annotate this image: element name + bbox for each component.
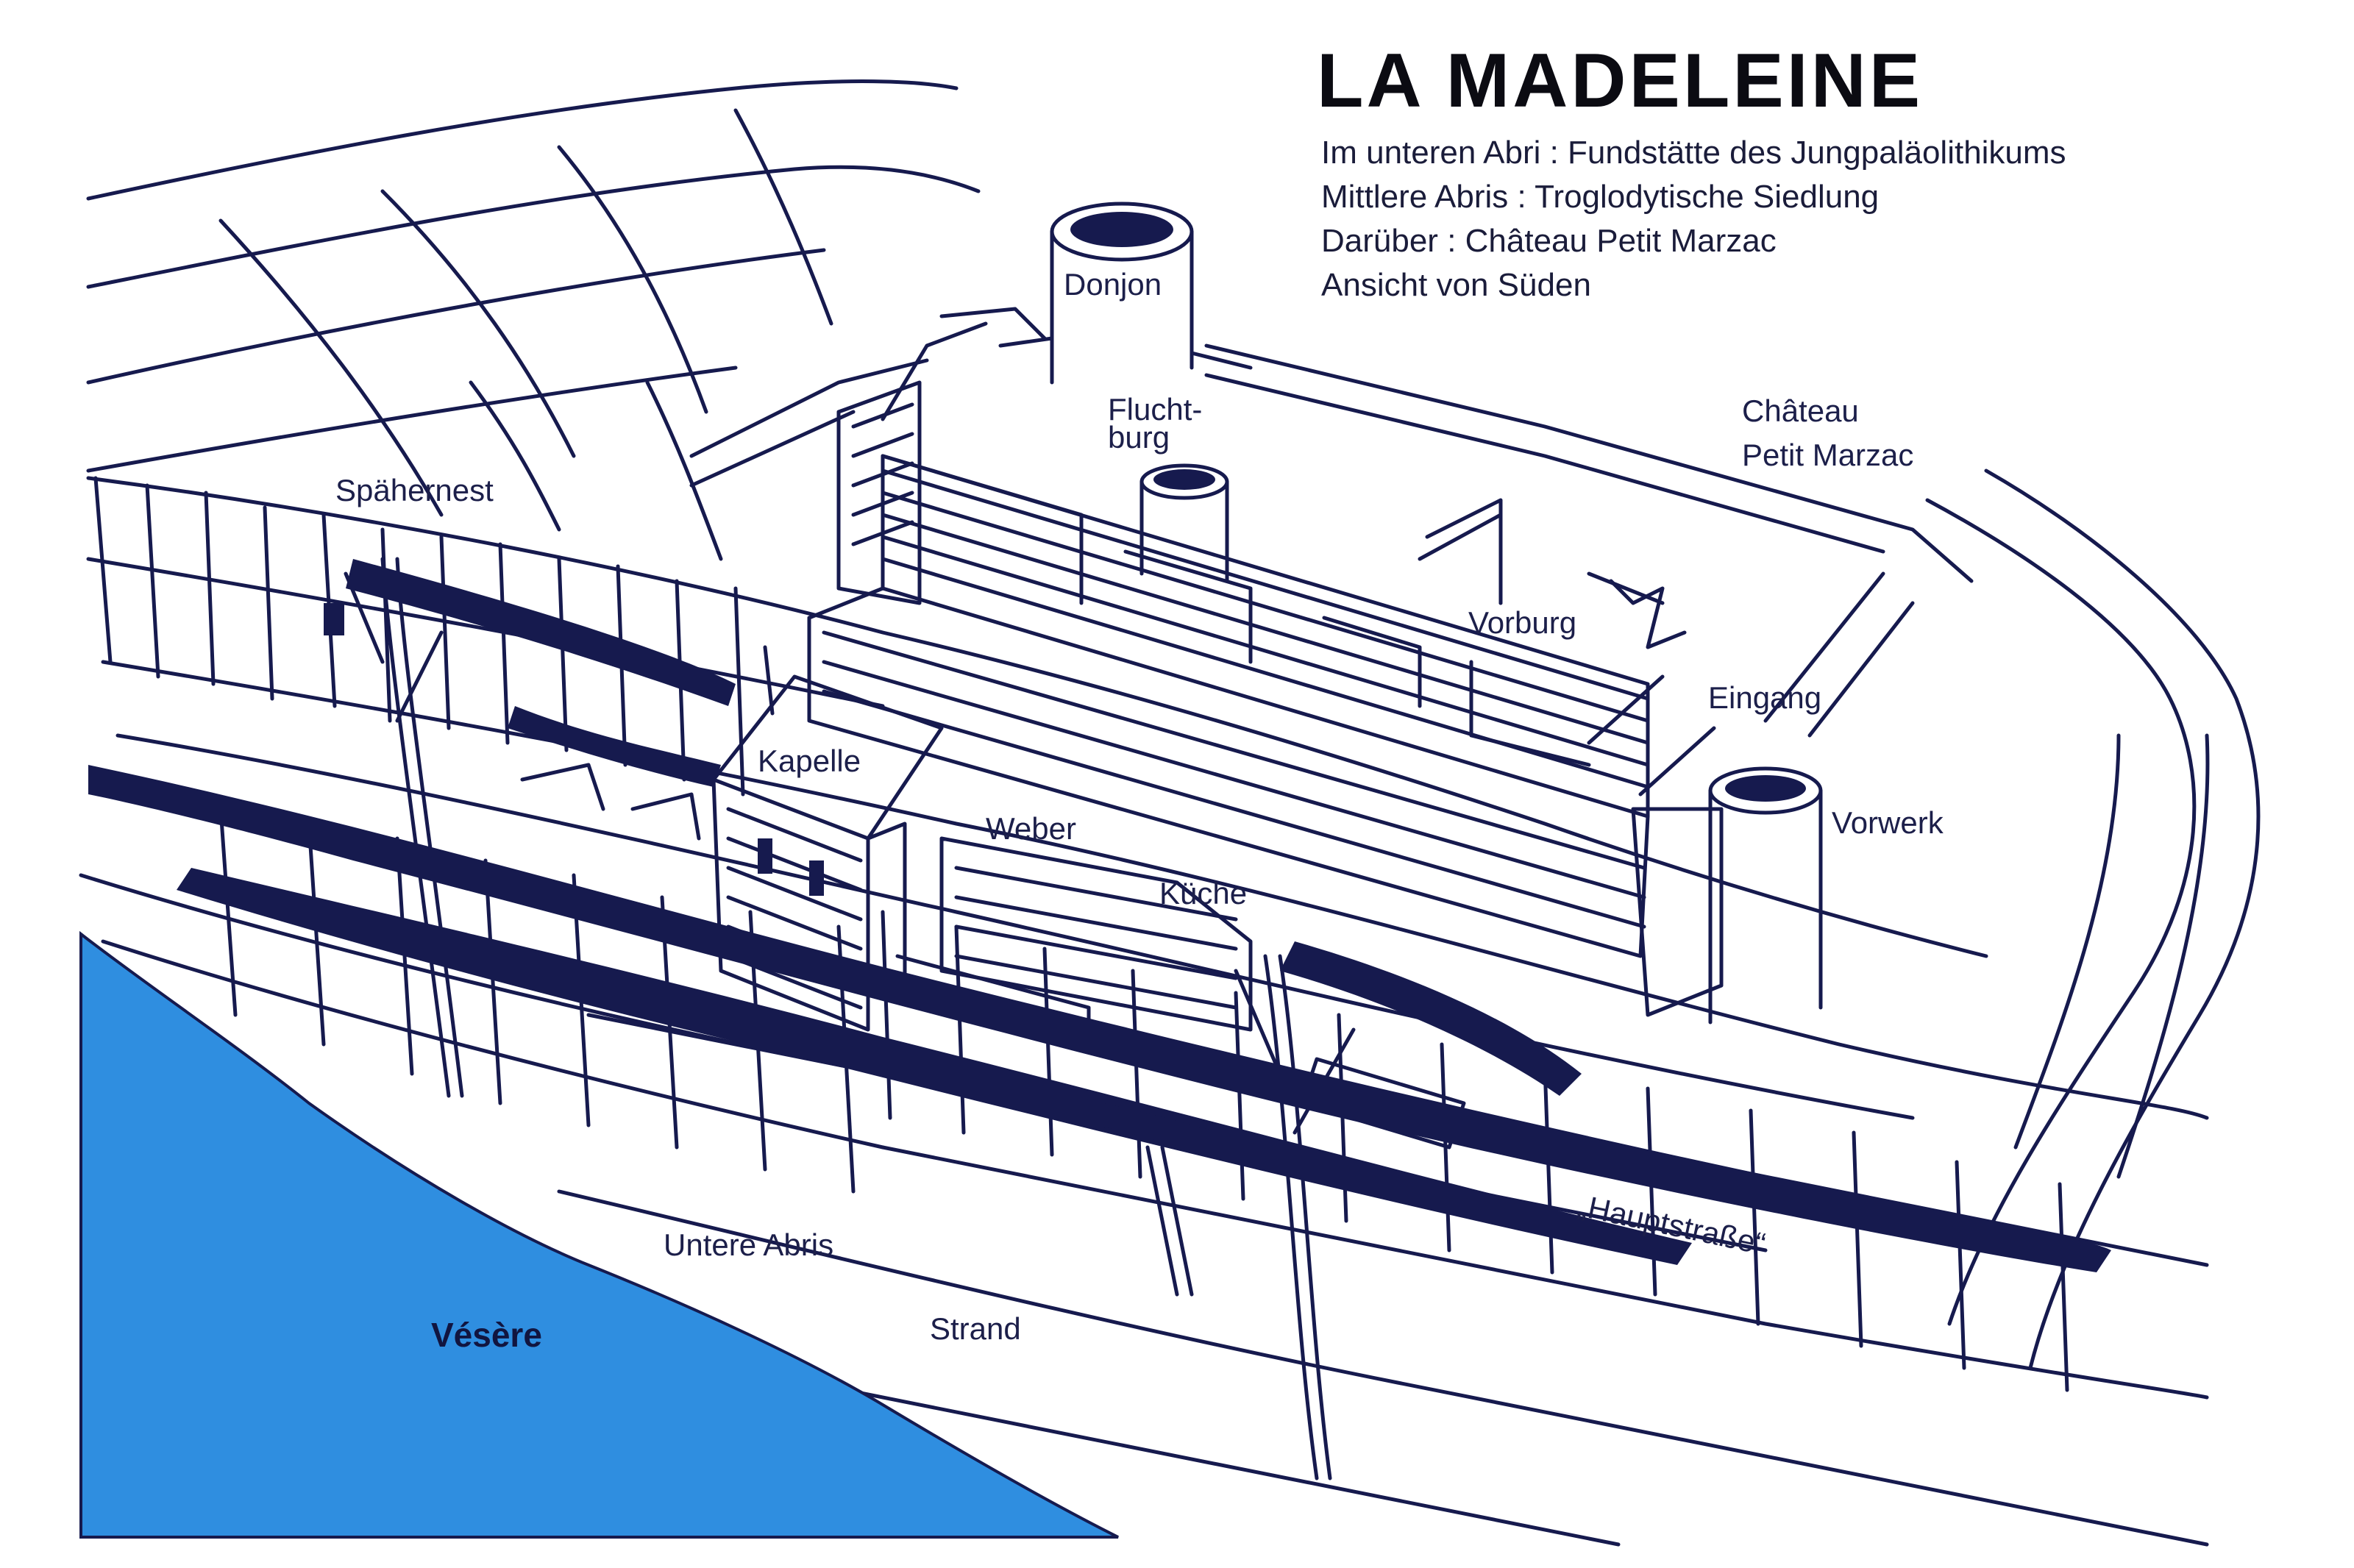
page-title: LA MADELEINE	[1317, 38, 1924, 124]
subtitle-line-2: Mittlere Abris : Troglodytische Siedlung	[1321, 179, 1880, 215]
label-weber: Weber	[986, 811, 1076, 846]
label-untere-abris: Untere Abris	[664, 1227, 834, 1262]
vorburg-walls	[1418, 513, 1687, 767]
label-strand: Strand	[930, 1311, 1021, 1346]
label-chateau-2: Petit Marzac	[1742, 438, 1914, 472]
wall-blocks	[836, 380, 1724, 1017]
tower-openings	[324, 212, 1806, 896]
label-kapelle: Kapelle	[758, 744, 861, 778]
label-fluchtburg-1: Flucht-	[1108, 392, 1203, 427]
main-building	[807, 454, 1650, 958]
access-road	[1925, 468, 2261, 1370]
label-donjon: Donjon	[1064, 267, 1162, 302]
label-spahernest: Spähernest	[335, 473, 494, 507]
subtitle-line-1: Im unteren Abri : Fundstätte des Jungpal…	[1321, 135, 2066, 171]
castle-wall	[689, 307, 1974, 797]
label-vorburg: Vorburg	[1468, 605, 1577, 640]
label-kuche: Küche	[1159, 876, 1248, 910]
kapelle-building	[711, 645, 944, 1032]
abri-shadows	[88, 559, 2111, 1272]
plateau-contours	[86, 79, 981, 561]
label-eingang: Eingang	[1708, 680, 1822, 715]
tower-donjon	[998, 202, 1253, 385]
tower-fluchtburg	[1139, 463, 1229, 583]
tower-vorwerk	[1708, 766, 1823, 1024]
label-chateau-1: Château	[1742, 393, 1859, 428]
label-vorwerk: Vorwerk	[1832, 805, 1944, 840]
subtitle-line-4: Ansicht von Süden	[1321, 267, 1591, 303]
river-vesere	[79, 930, 1119, 1539]
label-vesere: Vésère	[431, 1316, 542, 1354]
label-fluchtburg-2: burg	[1108, 420, 1170, 455]
subtitle-line-3: Darüber : Château Petit Marzac	[1321, 223, 1777, 259]
